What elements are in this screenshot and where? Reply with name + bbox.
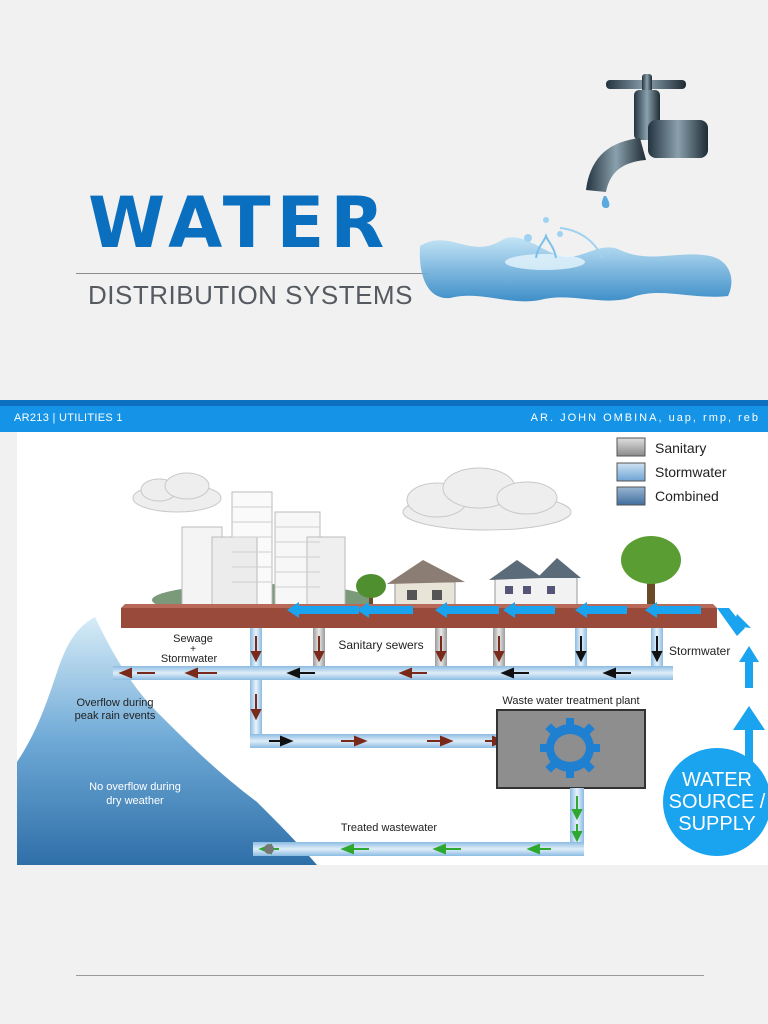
legend-label-sanitary: Sanitary bbox=[655, 440, 706, 456]
water-source-badge bbox=[663, 748, 768, 856]
tree-small bbox=[356, 574, 386, 608]
surface-runoff-arrows bbox=[287, 602, 701, 618]
sewer-system-diagram: Sanitary Stormwater Combined bbox=[17, 432, 768, 865]
collector-flow-arrows bbox=[118, 667, 427, 679]
label-sanitary-sewers: Sanitary sewers bbox=[338, 638, 423, 652]
legend-swatch-combined bbox=[616, 486, 646, 506]
drop-pipes bbox=[250, 628, 663, 666]
house-right bbox=[489, 558, 581, 610]
water-source-line1: WATER bbox=[682, 769, 752, 791]
page-title: WATER bbox=[88, 182, 391, 264]
label-stormwater: Stormwater bbox=[669, 644, 730, 658]
water-source-arrows bbox=[717, 608, 765, 772]
legend-label-stormwater: Stormwater bbox=[655, 464, 727, 480]
label-treatment-plant: Waste water treatment plant bbox=[502, 695, 639, 707]
course-label: AR213 | UTILITIES 1 bbox=[14, 412, 123, 424]
treated-outflow-pipe bbox=[253, 842, 584, 856]
title-divider bbox=[76, 273, 428, 274]
label-no-overflow-1: No overflow during bbox=[89, 781, 181, 793]
legend-swatch-stormwater bbox=[616, 462, 646, 482]
banner-accent-strip bbox=[0, 400, 768, 406]
legend-swatch-sanitary bbox=[616, 437, 646, 457]
label-overflow-2: peak rain events bbox=[75, 710, 156, 722]
label-no-overflow-2: dry weather bbox=[106, 795, 164, 807]
label-overflow-1: Overflow during bbox=[76, 697, 153, 709]
cloud-right bbox=[402, 467, 572, 531]
footer-divider bbox=[76, 975, 704, 976]
ground-surface bbox=[121, 608, 717, 628]
label-treated-wastewater: Treated wastewater bbox=[341, 822, 438, 834]
label-sewage-stormwater: Stormwater bbox=[161, 653, 218, 665]
water-source-line3: SUPPLY bbox=[678, 813, 755, 835]
house-left bbox=[387, 560, 465, 611]
main-collector-pipe bbox=[113, 666, 673, 680]
faucet-water-illustration bbox=[419, 74, 732, 302]
page-subtitle: DISTRIBUTION SYSTEMS bbox=[88, 280, 413, 310]
water-source-line2: SOURCE / bbox=[669, 791, 766, 813]
river-water bbox=[17, 617, 317, 865]
interceptor-pipe bbox=[250, 734, 498, 748]
drop-pipe-arrows bbox=[250, 636, 505, 663]
cloud-left bbox=[132, 472, 222, 513]
diagram-canvas: Sanitary Stormwater Combined bbox=[17, 437, 768, 865]
gear-icon bbox=[540, 718, 600, 778]
author-label: AR. JOHN OMBINA, uap, rmp, reb bbox=[530, 412, 760, 424]
tree-large bbox=[621, 536, 681, 610]
label-sewage: Sewage bbox=[173, 633, 213, 645]
label-sewage-plus: + bbox=[190, 644, 196, 655]
legend-label-combined: Combined bbox=[655, 488, 719, 504]
